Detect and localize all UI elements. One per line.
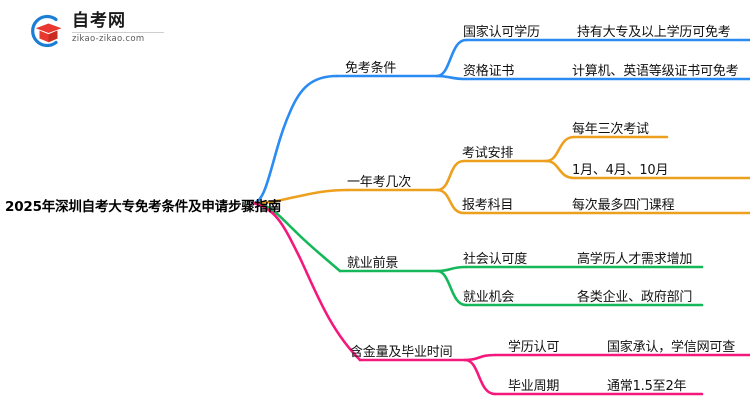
mindmap-node-branch4-child1[interactable]: 学历认可 bbox=[508, 340, 560, 355]
mindmap-node-branch2-child2-leaf1[interactable]: 每次最多四门课程 bbox=[572, 198, 675, 213]
mindmap-root-node[interactable]: 2025年深圳自考大专免考条件及申请步骤指南 bbox=[5, 199, 282, 215]
logo-divider bbox=[72, 32, 164, 33]
mindmap-node-branch3[interactable]: 就业前景 bbox=[347, 256, 399, 271]
mindmap-node-branch1-child2-leaf1[interactable]: 计算机、英语等级证书可免考 bbox=[572, 64, 739, 79]
mindmap-node-branch3-child1[interactable]: 社会认可度 bbox=[463, 252, 528, 267]
mindmap-node-branch4-child2-leaf1[interactable]: 通常1.5至2年 bbox=[607, 379, 687, 394]
connector-branch4-child1 bbox=[463, 353, 497, 362]
connector-branch3-child1 bbox=[435, 265, 468, 273]
logo-text-block: 自考网 zikao-zikao.com bbox=[72, 11, 166, 45]
site-logo: 自考网 zikao-zikao.com bbox=[26, 10, 166, 52]
mindmap-node-branch3-child2-leaf1[interactable]: 各类企业、政府部门 bbox=[577, 290, 693, 305]
connector-branch3-child2 bbox=[435, 269, 468, 307]
mindmap-node-branch2-child1-leaf1[interactable]: 每年三次考试 bbox=[572, 122, 649, 137]
mindmap-node-branch1[interactable]: 免考条件 bbox=[345, 61, 397, 76]
connector-branch2-child1-leaf1 bbox=[544, 135, 576, 163]
connector-branch1-child2 bbox=[435, 74, 468, 81]
graduation-cap-icon bbox=[31, 14, 62, 48]
mindmap-node-branch2[interactable]: 一年考几次 bbox=[347, 175, 412, 190]
mindmap-node-branch3-child1-leaf1[interactable]: 高学历人才需求增加 bbox=[577, 252, 693, 267]
connector-branch4-child2 bbox=[463, 358, 497, 396]
mindmap-node-branch4-child2[interactable]: 毕业周期 bbox=[508, 379, 560, 394]
mindmap-node-branch1-child2[interactable]: 资格证书 bbox=[463, 64, 515, 79]
connector-root-branch4 bbox=[251, 201, 362, 362]
mindmap-node-branch3-child2[interactable]: 就业机会 bbox=[463, 290, 515, 305]
connector-branch1-child1 bbox=[435, 38, 468, 78]
mindmap-node-branch2-child2[interactable]: 报考科目 bbox=[462, 198, 514, 213]
mindmap-node-branch4-child1-leaf1[interactable]: 国家承认，学信网可查 bbox=[607, 340, 736, 355]
connector-branch2-child1 bbox=[435, 159, 466, 192]
connector-root-branch1 bbox=[251, 74, 339, 205]
connector-branch2-child2 bbox=[435, 188, 466, 215]
mindmap-node-branch2-child1-leaf2[interactable]: 1月、4月、10月 bbox=[572, 163, 669, 178]
connector-branch2-child1-leaf2 bbox=[544, 159, 576, 180]
mindmap-node-branch1-child1-leaf1[interactable]: 持有大专及以上学历可免考 bbox=[577, 25, 731, 40]
mindmap-node-branch4[interactable]: 含金量及毕业时间 bbox=[350, 345, 453, 360]
mindmap-node-branch1-child1[interactable]: 国家认可学历 bbox=[463, 25, 540, 40]
mindmap-node-branch2-child1[interactable]: 考试安排 bbox=[462, 146, 514, 161]
logo-site-url: zikao-zikao.com bbox=[72, 34, 145, 44]
logo-site-name: 自考网 bbox=[72, 11, 126, 31]
